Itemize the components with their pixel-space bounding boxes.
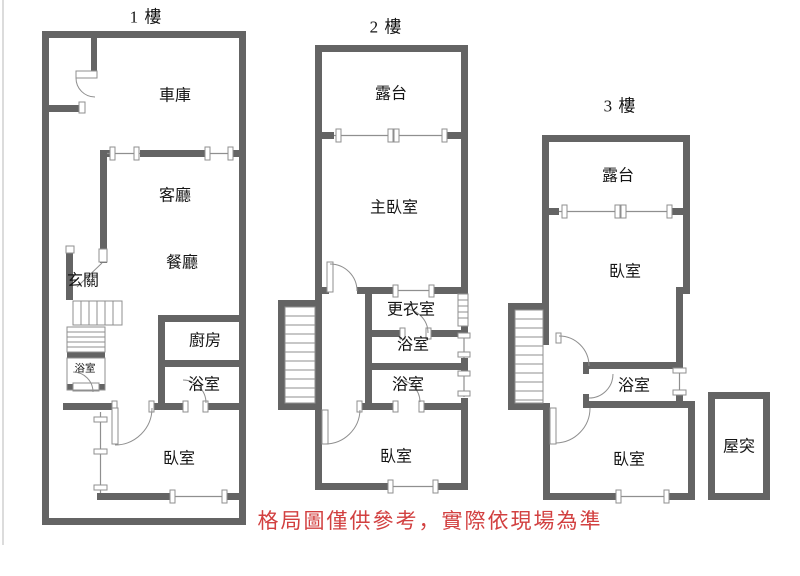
floor-3-walls xyxy=(508,135,770,500)
floor-2-windows-doors xyxy=(284,128,471,494)
floor-3-plan: 3 樓 xyxy=(508,97,770,504)
floor-2-title: 2 樓 xyxy=(370,18,403,37)
floor-1-label-entry: 玄關 xyxy=(67,272,99,290)
floor-1-windows-doors xyxy=(65,70,234,504)
floor-3-bedroom-door-swing-icon xyxy=(549,407,591,445)
floor-2-label-terrace: 露台 xyxy=(375,85,407,103)
floor-3-label-roof-protrusion: 屋突 xyxy=(723,438,755,456)
closet-louver-window-icon xyxy=(457,293,469,327)
floor-2-bath1-door-swing-icon xyxy=(399,308,432,340)
floor-3-bath-door-swing-icon xyxy=(588,373,614,399)
entry-door-swing-icon xyxy=(76,262,103,288)
floor-3-staircase-icon xyxy=(514,309,544,404)
floor-1-label-small-bath: 浴室 xyxy=(75,362,96,375)
floor-1-staircase-icon xyxy=(66,300,123,353)
floor-1-bedroom-door-swing-icon xyxy=(111,407,153,446)
floor-2-label-closet: 更衣室 xyxy=(387,301,435,319)
floor-2-walls xyxy=(278,45,468,490)
floor-1-label-dining-room: 餐廳 xyxy=(166,253,198,272)
floor-2-label-bath2: 浴室 xyxy=(392,376,424,394)
floor-1-small-bath-door-swing-icon xyxy=(72,371,94,393)
left-edge-line xyxy=(2,0,4,545)
floor-1-label-kitchen: 廚房 xyxy=(189,331,221,350)
floor-3-label-terrace: 露台 xyxy=(602,167,634,185)
floor-1-label-garage: 車庫 xyxy=(159,87,191,105)
floor-2-label-bath1: 浴室 xyxy=(397,336,429,354)
floor-2-plan: 2 樓 xyxy=(278,18,471,494)
disclaimer-text: 格局圖僅供參考，實際依現場為準 xyxy=(258,509,603,533)
floor-1-bath-door-swing-icon xyxy=(182,379,207,404)
floor-3-windows-doors xyxy=(514,204,687,504)
floor-1-label-bath: 浴室 xyxy=(188,376,220,394)
floor-1-title: 1 樓 xyxy=(130,8,163,27)
floor-1-small-bath-outline xyxy=(66,357,106,391)
floor-3-title: 3 樓 xyxy=(604,97,637,116)
floor-2-staircase-icon xyxy=(284,306,316,404)
floor-2-bedroom-door-swing-icon xyxy=(321,400,363,445)
floor-1-label-living-room: 客廳 xyxy=(159,186,191,205)
floor-3-label-bedroom-lower: 臥室 xyxy=(613,451,645,469)
floor-2-label-bedroom: 臥室 xyxy=(380,448,412,466)
master-bedroom-door-swing-icon xyxy=(326,261,358,293)
floor-2-bath2-door-swing-icon xyxy=(392,379,425,413)
floor-2-label-master-bedroom: 主臥室 xyxy=(370,199,418,217)
floor-3-label-bath: 浴室 xyxy=(618,377,650,395)
floor-3-label-bedroom-upper: 臥室 xyxy=(609,263,641,281)
floor-1-plan: 1 樓 xyxy=(42,8,246,525)
bath-windows-icon xyxy=(457,332,471,398)
floor-1-label-bedroom: 臥室 xyxy=(163,450,195,468)
floor-3-hall-door-swing-icon xyxy=(555,332,590,367)
garage-door-swing-icon xyxy=(75,70,98,98)
